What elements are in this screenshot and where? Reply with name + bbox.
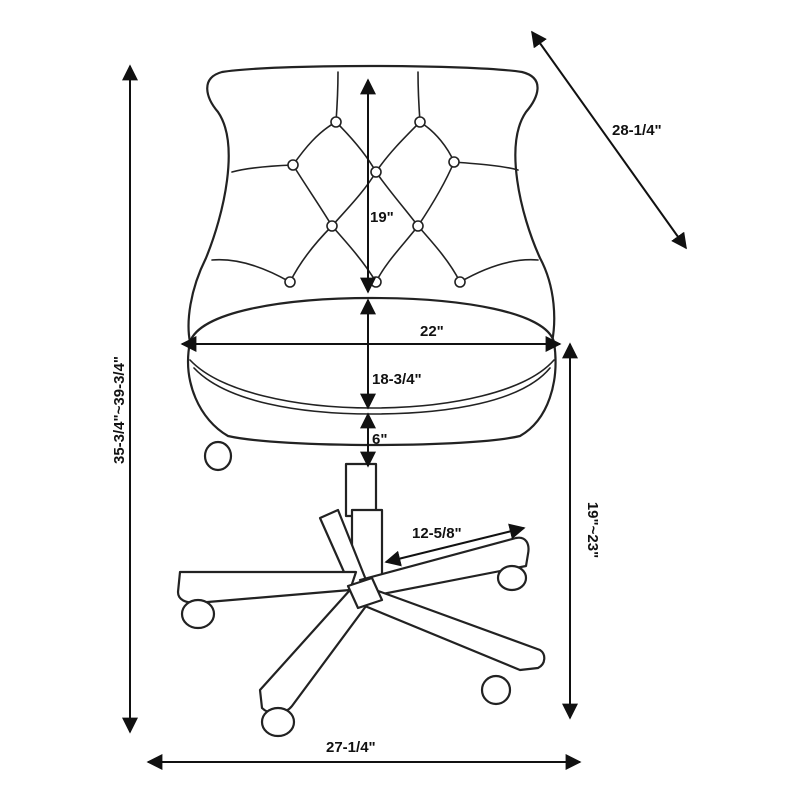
dim-leg-length-line [384, 523, 526, 567]
tufting-buttons [284, 116, 466, 288]
caster-back-left [203, 440, 233, 472]
dimension-lines [122, 30, 687, 770]
label-seat-thickness: 6" [372, 431, 387, 448]
caster-back-right [496, 564, 528, 592]
dim-overall-depth-line [531, 30, 687, 250]
label-seat-to-top: 18-3/4" [372, 371, 422, 388]
label-seat-height: 19"~23" [584, 502, 601, 558]
label-overall-height: 35-3/4"~39-3/4" [111, 356, 128, 464]
label-seat-width: 22" [420, 323, 444, 340]
label-overall-depth: 28-1/4" [612, 122, 662, 139]
caster-left [180, 598, 216, 630]
gas-lift-top [344, 462, 378, 518]
label-overall-width: 27-1/4" [326, 739, 376, 756]
office-chair-drawing [176, 64, 557, 738]
caster-front-right [480, 674, 512, 706]
caster-front-left [260, 706, 296, 738]
chair-base [176, 508, 546, 715]
dimension-labels: 28-1/4" 19" 22" 18-3/4" 6" 12-5/8" 27-1/… [111, 122, 662, 756]
label-leg-length: 12-5/8" [412, 525, 462, 542]
label-backrest-height: 19" [370, 209, 394, 226]
